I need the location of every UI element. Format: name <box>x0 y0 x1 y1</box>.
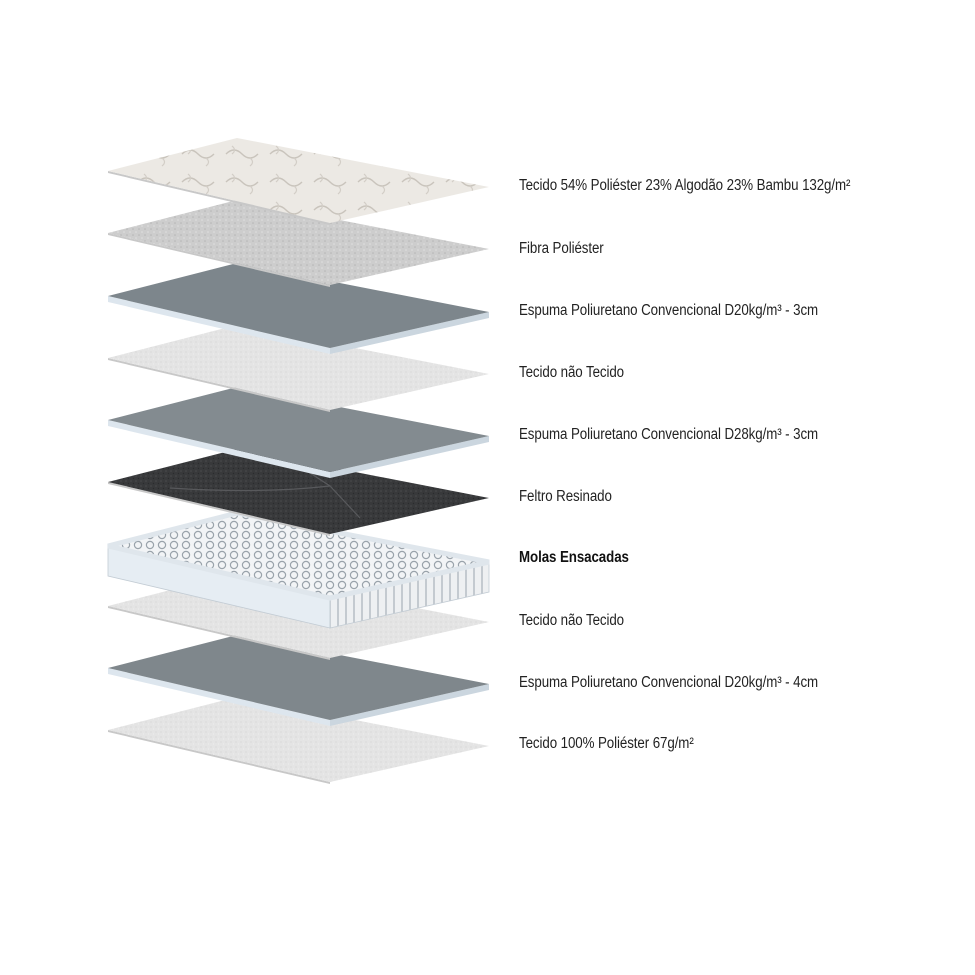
layer-top-surface <box>108 697 489 782</box>
layer-label-1: Tecido 54% Poliéster 23% Algodão 23% Bam… <box>519 177 851 194</box>
foam-edge-front <box>108 296 330 354</box>
sheet-edge <box>108 730 330 784</box>
layer-top-surface <box>108 138 489 223</box>
layer-label-5: Espuma Poliuretano Convencional D28kg/m³… <box>519 426 819 443</box>
layer-label-8: Tecido não Tecido <box>519 612 625 629</box>
sheet-edge <box>108 233 330 287</box>
foam-edge-front <box>108 420 330 478</box>
layer-label-4: Tecido não Tecido <box>519 364 625 381</box>
layer-top-surface <box>108 387 489 472</box>
foam-edge-side <box>330 684 489 726</box>
layer-slab-6 <box>108 449 489 536</box>
layer-label-7: Molas Ensacadas <box>519 549 629 566</box>
layer-slab-10 <box>108 697 489 784</box>
layer-top-surface <box>108 200 489 285</box>
layer-label-10: Tecido 100% Poliéster 67g/m² <box>519 735 694 752</box>
sheet-edge <box>108 171 330 225</box>
layer-slab-4 <box>108 325 489 412</box>
foam-edge-side <box>330 436 489 478</box>
sheet-edge <box>108 482 330 536</box>
foam-edge-front <box>108 668 330 726</box>
layer-top-surface <box>108 325 489 410</box>
layer-slab-9 <box>108 635 489 726</box>
felt-seam <box>169 485 331 492</box>
layer-slab-1 <box>108 138 489 225</box>
sheet-edge <box>108 606 330 660</box>
layer-slab-2 <box>108 200 489 287</box>
foam-edge-side <box>330 312 489 354</box>
layer-top-surface <box>108 263 489 348</box>
layer-slab-7 <box>107 510 490 629</box>
layer-label-9: Espuma Poliuretano Convencional D20kg/m³… <box>519 674 819 691</box>
spring-unit-rim <box>107 510 490 601</box>
sheet-edge <box>108 358 330 412</box>
layer-top-surface <box>108 449 489 534</box>
layer-label-3: Espuma Poliuretano Convencional D20kg/m³… <box>519 302 819 319</box>
layer-slab-5 <box>108 387 489 478</box>
layer-label-6: Feltro Resinado <box>519 488 612 505</box>
layer-slab-3 <box>108 263 489 354</box>
layer-label-2: Fibra Poliéster <box>519 240 604 257</box>
layer-top-surface <box>108 635 489 720</box>
